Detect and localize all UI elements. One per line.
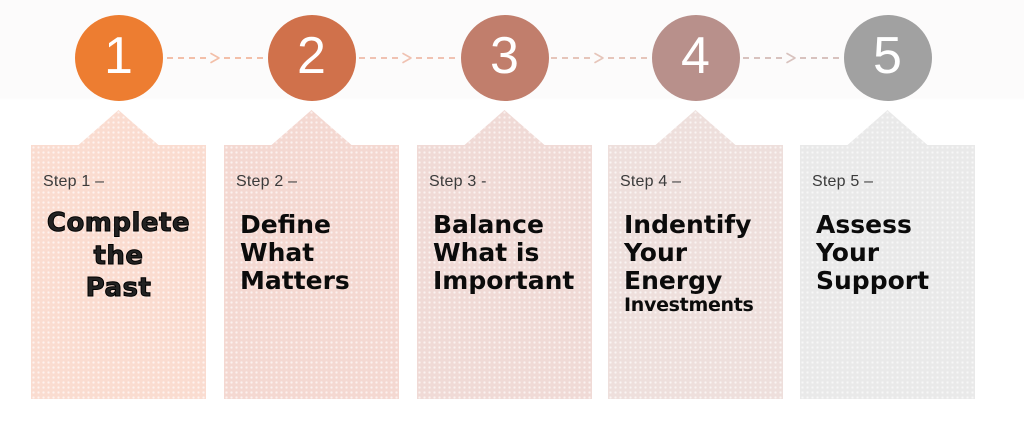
step-3-title: Balance What is Important — [433, 211, 582, 295]
arrow-chevron-icon — [402, 52, 412, 64]
step-2-title-line: What — [240, 238, 315, 267]
connector-4-5 — [743, 50, 839, 66]
dashed-line — [551, 57, 590, 59]
step-3-circle: 3 — [460, 15, 549, 101]
step-5-label: Step 5 – — [812, 173, 874, 190]
step-2-card: Step 2 – Define What Matters — [224, 110, 399, 399]
step-4-title-line: Energy — [624, 266, 723, 295]
step-3-title-line: Balance — [433, 210, 544, 239]
dashed-line — [800, 57, 839, 59]
connector-1-2 — [167, 50, 263, 66]
step-4-circle: 4 — [651, 15, 740, 101]
dashed-line — [743, 57, 782, 59]
step-1-number: 1 — [104, 27, 133, 85]
step-2-title: Define What Matters — [240, 211, 389, 295]
step-4-title-line: Your — [624, 238, 688, 267]
step-3-title-line: What is — [433, 238, 540, 267]
step-1-label: Step 1 – — [43, 173, 105, 190]
step-1-title-line: Complete — [46, 208, 191, 238]
step-3-number: 3 — [490, 27, 519, 85]
dashed-line — [359, 57, 398, 59]
step-5-circle: 5 — [843, 15, 932, 101]
step-2-number: 2 — [297, 27, 326, 85]
step-column-5: 5 Step 5 – Assess Your Support — [800, 0, 975, 422]
dashed-line — [167, 57, 206, 59]
arrow-chevron-icon — [210, 52, 220, 64]
step-column-4: 4 Step 4 – Indentify Your Energy Investm… — [608, 0, 783, 422]
connector-3-4 — [551, 50, 647, 66]
step-4-title: Indentify Your Energy Investments — [624, 211, 773, 316]
step-4-card: Step 4 – Indentify Your Energy Investmen… — [608, 110, 783, 399]
step-4-label: Step 4 – — [620, 173, 682, 190]
step-1-title: Complete the Past — [37, 207, 200, 305]
dashed-line — [416, 57, 455, 59]
step-column-2: 2 Step 2 – Define What Matters — [224, 0, 399, 422]
connector-2-3 — [359, 50, 455, 66]
arrow-chevron-icon — [594, 52, 604, 64]
step-5-title: Assess Your Support — [816, 211, 965, 295]
step-5-title-line: Your — [816, 238, 880, 267]
step-4-number: 4 — [681, 27, 710, 85]
step-1-circle: 1 — [74, 15, 163, 101]
arrow-chevron-icon — [786, 52, 796, 64]
step-2-title-line: Define — [240, 210, 331, 239]
step-2-circle: 2 — [267, 15, 356, 101]
step-4-title-line: Investments — [624, 294, 754, 316]
step-3-title-line: Important — [433, 266, 575, 295]
step-1-title-line: Past — [85, 273, 152, 303]
step-column-1: 1 Step 1 – Complete the Past — [31, 0, 206, 422]
step-1-title-line: the — [93, 240, 144, 271]
step-3-label: Step 3 - — [429, 173, 487, 190]
step-5-card: Step 5 – Assess Your Support — [800, 110, 975, 399]
step-column-3: 3 Step 3 - Balance What is Important — [417, 0, 592, 422]
step-2-label: Step 2 – — [236, 173, 298, 190]
step-5-title-line: Assess — [816, 210, 912, 239]
step-5-number: 5 — [873, 27, 902, 85]
step-3-card: Step 3 - Balance What is Important — [417, 110, 592, 399]
step-4-title-line: Indentify — [624, 210, 752, 239]
step-2-title-line: Matters — [240, 266, 350, 295]
step-1-card: Step 1 – Complete the Past — [31, 110, 206, 399]
dashed-line — [224, 57, 263, 59]
dashed-line — [608, 57, 647, 59]
step-5-title-line: Support — [816, 266, 930, 295]
